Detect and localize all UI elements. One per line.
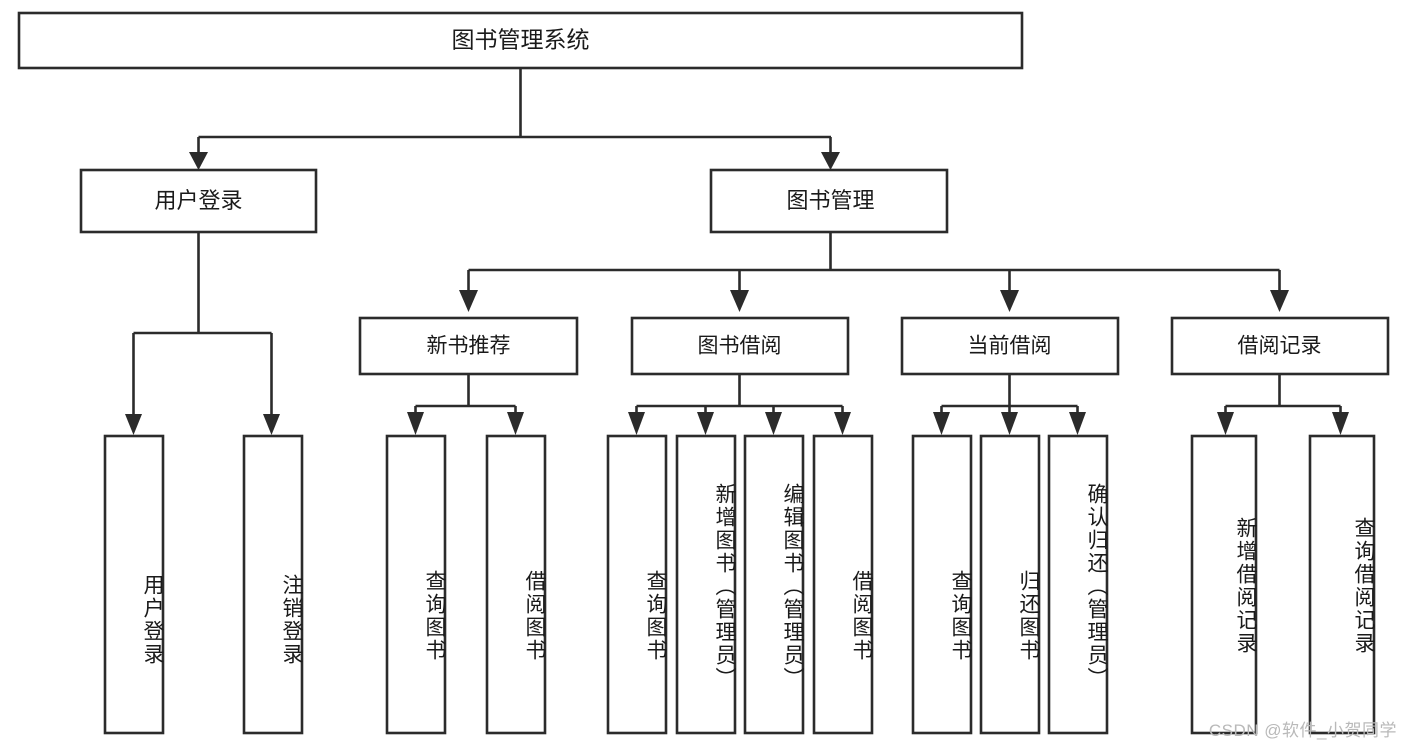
node-borrow-record[interactable]: 借阅记录	[1170, 316, 1390, 376]
node-borrow-record-box[interactable]	[1170, 316, 1390, 376]
arrowhead-leaf-user-login	[125, 414, 142, 435]
arrowhead-leaf-add-book	[697, 412, 714, 435]
node-root-label: 图书管理系统	[452, 27, 590, 53]
connector-user-login-stem	[133, 232, 272, 335]
arrowhead-leaf-query-book-3	[933, 412, 950, 435]
leaf-user-login-box[interactable]	[103, 434, 165, 735]
arrowhead-leaf-edit-book	[765, 412, 782, 435]
leaf-query-book-3-box[interactable]	[911, 434, 973, 735]
node-user-login-box[interactable]	[79, 168, 318, 234]
arrowhead-leaf-borrow-book-1	[507, 412, 524, 435]
leaf-add-book-box[interactable]	[675, 434, 737, 735]
arrowhead-borrow-record	[1270, 290, 1289, 312]
connector-book-management-stem	[468, 232, 1280, 272]
node-new-book-recommend-label: 新书推荐	[427, 335, 511, 358]
node-book-borrow[interactable]: 图书借阅	[630, 316, 850, 376]
connector-layer	[125, 68, 1349, 435]
leaf-borrow-book-1-box[interactable]	[485, 434, 547, 735]
node-current-borrow-box[interactable]	[900, 316, 1120, 376]
leaf-query-book-1-box[interactable]	[385, 434, 447, 735]
arrowhead-leaf-query-book-1	[407, 412, 424, 435]
arrowhead-user-login	[189, 152, 208, 170]
node-new-book-recommend-box[interactable]	[358, 316, 579, 376]
leaf-query-book-2-box[interactable]	[606, 434, 668, 735]
node-root[interactable]: 图书管理系统	[17, 11, 1024, 70]
connector-cb-stem	[941, 374, 1078, 408]
node-root-box[interactable]	[17, 11, 1024, 70]
arrowhead-leaf-return-book	[1001, 412, 1018, 435]
node-book-management-box[interactable]	[709, 168, 949, 234]
node-borrow-record-label: 借阅记录	[1238, 335, 1322, 358]
connector-bb-stem	[636, 374, 843, 408]
leaf-return-book-box[interactable]	[979, 434, 1041, 735]
node-book-borrow-box[interactable]	[630, 316, 850, 376]
arrowhead-current-borrow	[1000, 290, 1019, 312]
node-current-borrow-label: 当前借阅	[968, 335, 1052, 358]
arrowhead-leaf-logout	[263, 414, 280, 435]
arrowhead-book-borrow	[730, 290, 749, 312]
csdn-watermark: CSDN @软件_小贺同学	[1208, 721, 1397, 740]
arrowhead-leaf-query-book-2	[628, 412, 645, 435]
leaf-logout-box[interactable]	[242, 434, 304, 735]
leaf-query-record-box[interactable]	[1308, 434, 1376, 735]
arrowhead-book-management	[821, 152, 840, 170]
node-book-borrow-label: 图书借阅	[698, 335, 782, 358]
leaf-boxes	[103, 434, 1376, 735]
arrowhead-new-book-recommend	[459, 290, 478, 312]
arrowhead-leaf-confirm-return	[1069, 412, 1086, 435]
connector-root-stem	[198, 68, 831, 139]
arrowhead-leaf-query-record	[1332, 412, 1349, 435]
node-current-borrow[interactable]: 当前借阅	[900, 316, 1120, 376]
node-user-login-label: 用户登录	[154, 188, 242, 213]
node-new-book-recommend[interactable]: 新书推荐	[358, 316, 579, 376]
leaf-borrow-book-2-box[interactable]	[812, 434, 874, 735]
arrowhead-leaf-borrow-book-2	[834, 412, 851, 435]
connector-br-stem	[1225, 374, 1341, 408]
connector-nbr-stem	[415, 374, 516, 408]
arrowhead-leaf-add-record	[1217, 412, 1234, 435]
node-book-management[interactable]: 图书管理	[709, 168, 949, 234]
node-book-management-label: 图书管理	[786, 188, 874, 213]
node-user-login[interactable]: 用户登录	[79, 168, 318, 234]
leaf-confirm-return-box[interactable]	[1047, 434, 1109, 735]
leaf-edit-book-box[interactable]	[743, 434, 805, 735]
leaf-add-record-box[interactable]	[1190, 434, 1258, 735]
